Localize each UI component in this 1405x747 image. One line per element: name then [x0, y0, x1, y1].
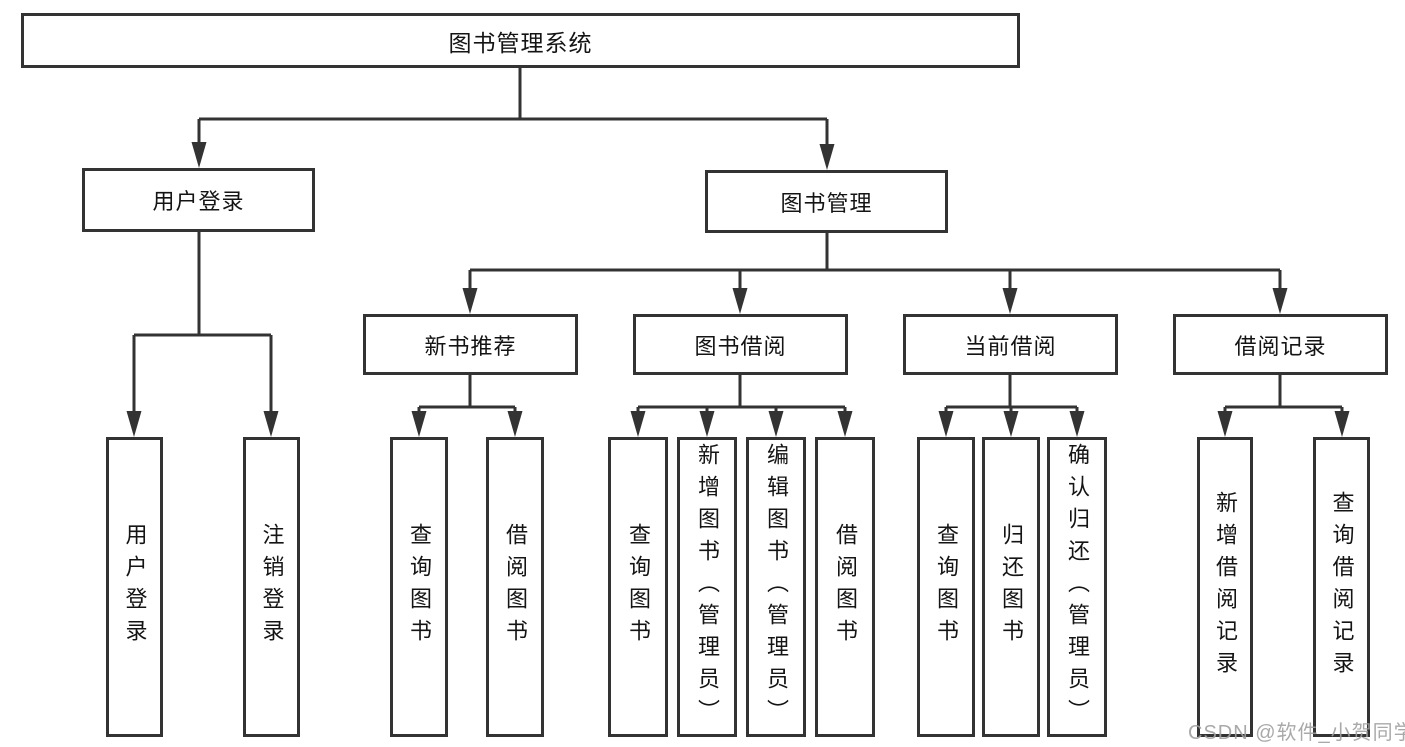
leaf-borrow-books-label: 借阅图书	[833, 523, 858, 651]
node-user-login-label: 用户登录	[152, 189, 245, 214]
leaf-user-login-label: 用户登录	[122, 523, 148, 651]
leaf-query-books-current-label: 查询图书	[934, 523, 959, 651]
node-borrow-record-label: 借阅记录	[1234, 333, 1327, 359]
leaf-return-books: 归还图书	[982, 437, 1040, 737]
connector-book-borrow-to-leaves	[630, 375, 853, 437]
leaf-logout-label: 注销登录	[259, 523, 285, 651]
node-new-book-recommend: 新书推荐	[363, 314, 578, 375]
leaf-borrow-books: 借阅图书	[815, 437, 875, 737]
leaf-add-books-admin-label: 新增图书（管理员）	[695, 443, 720, 731]
node-current-borrow-label: 当前借阅	[964, 333, 1057, 359]
connector-root-to-level2	[191, 68, 835, 170]
leaf-return-books-label: 归还图书	[999, 523, 1024, 651]
leaf-query-books-borrow-label: 查询图书	[626, 523, 651, 651]
leaf-edit-books-admin-label: 编辑图书（管理员）	[764, 443, 789, 731]
csdn-watermark: CSDN @软件_小贺同学	[1188, 722, 1405, 744]
leaf-query-books-current: 查询图书	[917, 437, 975, 737]
node-new-book-recommend-label: 新书推荐	[424, 333, 517, 359]
leaf-query-borrow-record: 查询借阅记录	[1313, 437, 1370, 737]
connector-new-book-rec-to-leaves	[411, 375, 523, 437]
leaf-query-borrow-record-label: 查询借阅记录	[1329, 491, 1355, 683]
leaf-query-books-borrow: 查询图书	[608, 437, 668, 737]
node-book-mgmt: 图书管理	[705, 170, 948, 233]
leaf-logout: 注销登录	[243, 437, 300, 737]
leaf-add-books-admin: 新增图书（管理员）	[677, 437, 737, 737]
node-book-mgmt-label: 图书管理	[780, 190, 873, 216]
node-current-borrow: 当前借阅	[903, 314, 1118, 375]
leaf-query-books-recommend-label: 查询图书	[407, 523, 432, 651]
connector-user-login-to-leaves	[126, 232, 279, 437]
leaf-confirm-return-admin: 确认归还（管理员）	[1047, 437, 1107, 737]
leaf-query-books-recommend: 查询图书	[390, 437, 448, 737]
node-book-borrow: 图书借阅	[633, 314, 848, 375]
node-borrow-record: 借阅记录	[1173, 314, 1388, 375]
leaf-add-borrow-record-label: 新增借阅记录	[1213, 491, 1238, 683]
connector-book-mgmt-to-level3	[462, 233, 1288, 314]
node-root-label: 图书管理系统	[448, 29, 593, 56]
node-user-login: 用户登录	[82, 168, 315, 232]
node-root: 图书管理系统	[21, 13, 1020, 68]
node-book-borrow-label: 图书借阅	[694, 333, 787, 359]
leaf-edit-books-admin: 编辑图书（管理员）	[746, 437, 806, 737]
leaf-confirm-return-admin-label: 确认归还（管理员）	[1065, 443, 1090, 731]
connector-borrow-rec-to-leaves	[1217, 375, 1350, 437]
connector-cur-borrow-to-leaves	[938, 375, 1085, 437]
leaf-borrow-books-recommend-label: 借阅图书	[503, 523, 528, 651]
leaf-add-borrow-record: 新增借阅记录	[1197, 437, 1253, 737]
leaf-borrow-books-recommend: 借阅图书	[486, 437, 544, 737]
leaf-user-login: 用户登录	[106, 437, 163, 737]
